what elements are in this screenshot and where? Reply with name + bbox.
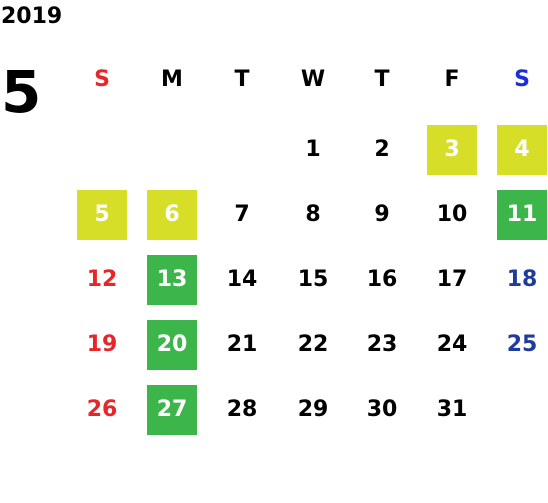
day-cell-2[interactable]: 2 bbox=[374, 137, 390, 162]
day-cell-16[interactable]: 16 bbox=[366, 267, 398, 292]
day-cell-13[interactable]: 13 bbox=[147, 255, 197, 305]
day-cell-4[interactable]: 4 bbox=[497, 125, 547, 175]
day-cell-3[interactable]: 3 bbox=[427, 125, 477, 175]
day-cell-23[interactable]: 23 bbox=[366, 332, 398, 357]
day-cell-30[interactable]: 30 bbox=[366, 397, 398, 422]
weekday-header-3: W bbox=[300, 67, 326, 92]
day-cell-21[interactable]: 21 bbox=[226, 332, 258, 357]
weekday-header-4: T bbox=[374, 67, 390, 92]
day-cell-8[interactable]: 8 bbox=[305, 202, 321, 227]
day-cell-12[interactable]: 12 bbox=[86, 267, 118, 292]
day-cell-14[interactable]: 14 bbox=[226, 267, 258, 292]
day-cell-10[interactable]: 10 bbox=[436, 202, 468, 227]
day-cell-28[interactable]: 28 bbox=[226, 397, 258, 422]
calendar-month: 5 bbox=[1, 58, 42, 126]
weekday-header-5: F bbox=[444, 67, 460, 92]
day-cell-15[interactable]: 15 bbox=[297, 267, 329, 292]
day-cell-6[interactable]: 6 bbox=[147, 190, 197, 240]
day-cell-29[interactable]: 29 bbox=[297, 397, 329, 422]
day-cell-27[interactable]: 27 bbox=[147, 385, 197, 435]
day-cell-25[interactable]: 25 bbox=[506, 332, 538, 357]
day-cell-19[interactable]: 19 bbox=[86, 332, 118, 357]
day-cell-7[interactable]: 7 bbox=[234, 202, 250, 227]
weekday-header-0: S bbox=[94, 67, 110, 92]
calendar-year: 2019 bbox=[1, 4, 63, 29]
day-cell-9[interactable]: 9 bbox=[374, 202, 390, 227]
day-cell-17[interactable]: 17 bbox=[436, 267, 468, 292]
day-cell-1[interactable]: 1 bbox=[305, 137, 321, 162]
day-cell-22[interactable]: 22 bbox=[297, 332, 329, 357]
day-cell-31[interactable]: 31 bbox=[436, 397, 468, 422]
day-cell-20[interactable]: 20 bbox=[147, 320, 197, 370]
weekday-header-2: T bbox=[234, 67, 250, 92]
day-cell-5[interactable]: 5 bbox=[77, 190, 127, 240]
day-cell-18[interactable]: 18 bbox=[506, 267, 538, 292]
day-cell-26[interactable]: 26 bbox=[86, 397, 118, 422]
day-cell-24[interactable]: 24 bbox=[436, 332, 468, 357]
weekday-header-1: M bbox=[161, 67, 183, 92]
weekday-header-6: S bbox=[514, 67, 530, 92]
day-cell-11[interactable]: 11 bbox=[497, 190, 547, 240]
